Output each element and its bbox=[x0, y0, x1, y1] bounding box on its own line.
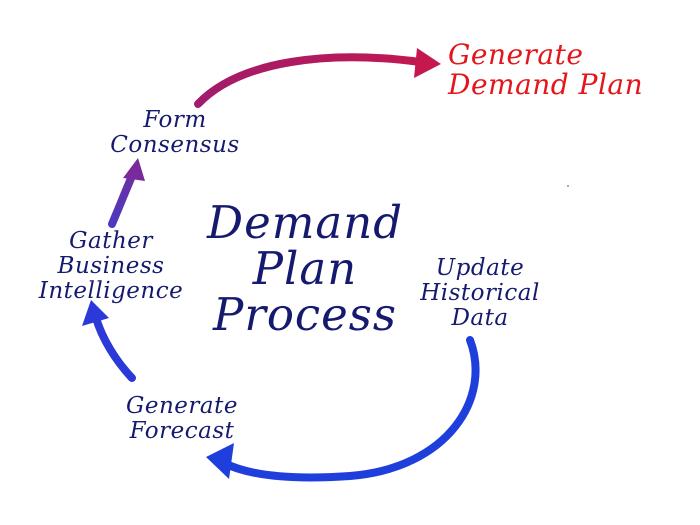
title-line-1: Demand bbox=[207, 196, 403, 249]
arrow-update-to-forecast bbox=[220, 336, 480, 482]
goal-generate-demand-plan: Generate Demand Plan bbox=[448, 38, 644, 102]
step-update-line-2: Historical bbox=[420, 279, 540, 306]
step-update-line-3: Data bbox=[451, 304, 509, 331]
step-gather-line-3: Intelligence bbox=[38, 277, 184, 304]
arrow-forecast-to-gather bbox=[92, 314, 136, 382]
arrowhead-forecast bbox=[206, 443, 234, 479]
step-form-consensus: Form Consensus bbox=[100, 108, 250, 158]
step-gather-line-2: Business bbox=[57, 252, 165, 279]
goal-line-1: Generate bbox=[448, 38, 584, 71]
step-update-line-1: Update bbox=[435, 255, 525, 281]
step-generate-forecast: Generate Forecast bbox=[112, 394, 252, 444]
step-gather-business-intelligence: Gather Business Intelligence bbox=[22, 229, 200, 303]
goal-line-2: Demand Plan bbox=[448, 68, 644, 102]
arrowhead-gather bbox=[82, 300, 109, 326]
title-line-3: Process bbox=[213, 287, 397, 341]
speck-dot bbox=[567, 185, 569, 187]
step-form-consensus-line-2: Consensus bbox=[110, 131, 240, 158]
step-generate-forecast-line-2: Forecast bbox=[129, 417, 235, 444]
step-update-historical-data: Update Historical Data bbox=[400, 256, 560, 330]
diagram-title: Demand Plan Process bbox=[190, 200, 420, 338]
arrowhead-consensus bbox=[123, 158, 145, 181]
arrowhead-goal bbox=[414, 48, 441, 78]
step-form-consensus-line-1: Form bbox=[143, 107, 207, 133]
arrow-consensus-to-goal bbox=[194, 53, 424, 108]
step-generate-forecast-line-1: Generate bbox=[126, 393, 238, 419]
title-line-2: Plan bbox=[252, 241, 358, 295]
arrow-gather-to-consensus bbox=[108, 172, 136, 228]
step-gather-line-1: Gather bbox=[69, 228, 153, 254]
